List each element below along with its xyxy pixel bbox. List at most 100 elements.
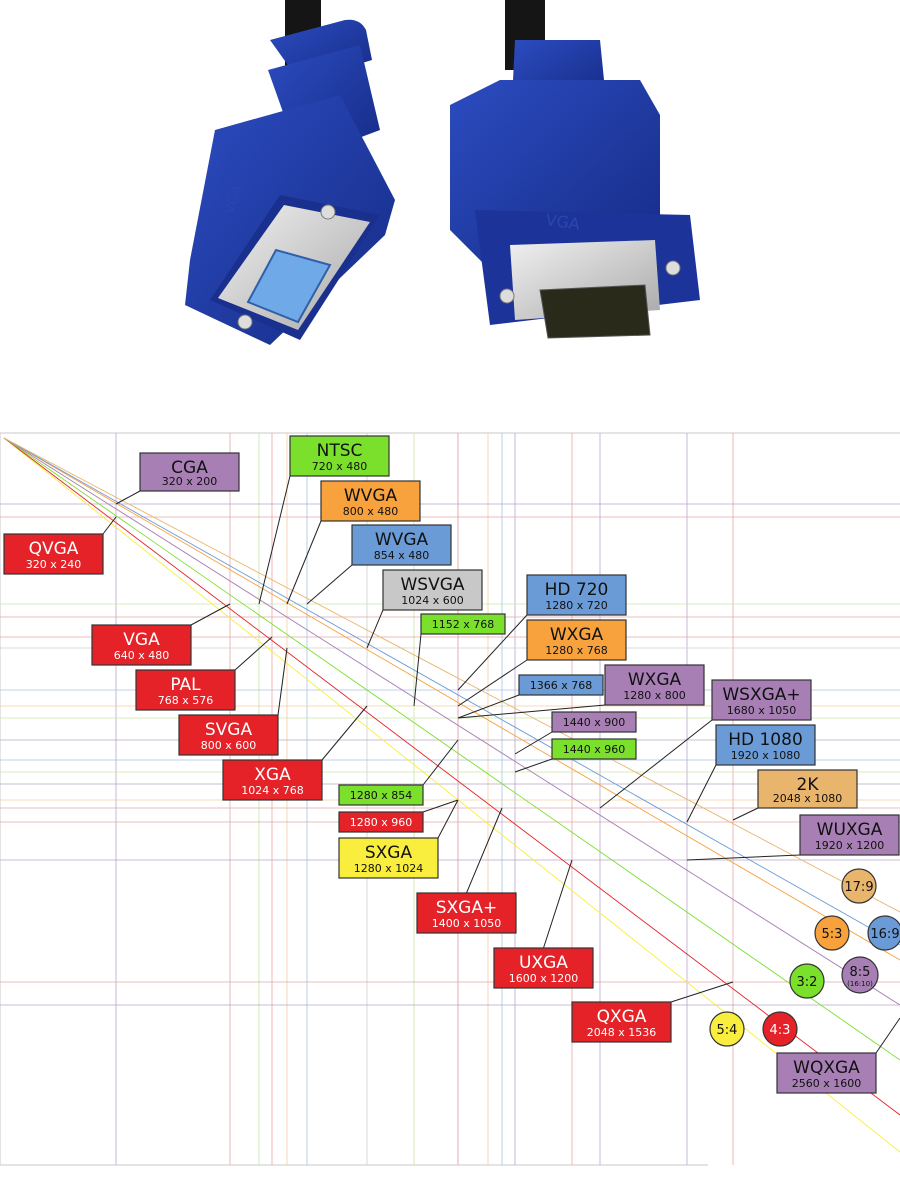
resolution-box-sxga-plus: SXGA+1400 x 1050 xyxy=(416,892,517,934)
resolution-value: 1152 x 768 xyxy=(432,618,495,631)
pointer-r1280x854 xyxy=(422,739,459,786)
aspect-ratio-lines xyxy=(3,437,900,1153)
ratio-sublabel: (16:10) xyxy=(847,980,873,988)
resolution-value: 1280 x 854 xyxy=(350,789,413,802)
resolution-box-r1152x768: 1152 x 768 xyxy=(420,613,506,635)
resolution-value: 720 x 480 xyxy=(312,460,368,473)
ratio-badge-8-5: 8:5(16:10) xyxy=(841,956,879,994)
resolution-box-bg xyxy=(799,814,900,856)
pointer-vga xyxy=(190,603,231,626)
ratio-badge-4-3: 4:3 xyxy=(762,1011,798,1047)
connector-brand-text-right: VGA xyxy=(544,210,581,234)
resolution-box-bg xyxy=(526,619,627,661)
ratio-label: 3:2 xyxy=(797,975,818,990)
resolution-name: HD 720 xyxy=(545,580,609,600)
resolution-name: WXGA xyxy=(628,670,682,690)
resolution-box-bg xyxy=(139,452,240,492)
pointer-cga xyxy=(115,490,141,505)
resolution-box-bg xyxy=(91,624,192,666)
resolution-name: QXGA xyxy=(597,1007,647,1027)
resolution-box-bg xyxy=(382,569,483,611)
resolution-value: 1680 x 1050 xyxy=(727,704,797,717)
pointer-lines xyxy=(102,475,900,1054)
resolution-box-r1280x960: 1280 x 960 xyxy=(338,811,424,833)
ratio-diagonal xyxy=(3,437,900,1153)
resolution-box-bg xyxy=(222,759,323,801)
resolution-value: 1280 x 768 xyxy=(545,644,608,657)
resolution-value: 1920 x 1080 xyxy=(731,749,801,762)
resolution-box-bg xyxy=(3,533,104,575)
resolution-value: 1280 x 960 xyxy=(350,816,413,829)
ratio-badge-5-4: 5:4 xyxy=(709,1011,745,1047)
pointer-qvga xyxy=(102,516,117,535)
resolution-box-r1440x960: 1440 x 960 xyxy=(551,738,637,760)
resolution-box-bg xyxy=(776,1052,877,1094)
resolution-name: CGA xyxy=(171,458,208,478)
ratio-badge-bg xyxy=(841,956,879,994)
pointer-wsvga xyxy=(366,609,384,649)
resolution-box-bg xyxy=(551,711,637,733)
resolution-value: 1440 x 900 xyxy=(563,716,626,729)
resolution-value: 800 x 480 xyxy=(343,505,399,518)
pointer-svga xyxy=(277,647,288,716)
pointer-wxga-768 xyxy=(457,659,528,707)
ratio-diagonal xyxy=(3,437,900,1006)
resolution-name: NTSC xyxy=(317,441,363,461)
resolution-box-bg xyxy=(338,837,439,879)
resolution-box-r1440x900: 1440 x 900 xyxy=(551,711,637,733)
male-vga-connector: VGA xyxy=(450,0,700,339)
resolution-name: WSVGA xyxy=(400,575,464,595)
resolution-box-bg xyxy=(416,892,517,934)
resolution-box-wsxga-plus: WSXGA+1680 x 1050 xyxy=(711,679,812,721)
resolution-name: WVGA xyxy=(375,530,429,550)
resolution-name: XGA xyxy=(254,765,291,785)
pointer-r1440x900 xyxy=(514,731,553,755)
pointer-qxga xyxy=(670,981,734,1003)
resolution-value: 640 x 480 xyxy=(114,649,170,662)
pointer-sxga xyxy=(437,799,459,839)
ratio-badge-17-9: 17:9 xyxy=(841,868,877,904)
pointer-sxga-plus xyxy=(466,807,503,894)
pointer-wvga-854 xyxy=(306,564,353,605)
female-vga-connector: VGA xyxy=(185,0,395,345)
resolution-name: 2K xyxy=(797,775,820,795)
pointer-r1366x768 xyxy=(457,694,520,719)
ratio-diagonal xyxy=(3,437,900,1116)
pointer-wqxga xyxy=(875,1017,900,1054)
pointer-xga xyxy=(321,705,368,761)
ratio-label: 8:5 xyxy=(850,965,871,980)
resolution-box-bg xyxy=(135,669,236,711)
resolution-value: 854 x 480 xyxy=(374,549,430,562)
resolution-value: 1400 x 1050 xyxy=(432,917,502,930)
resolution-value: 1280 x 800 xyxy=(623,689,686,702)
ratio-badge-bg xyxy=(762,1011,798,1047)
resolution-name: VGA xyxy=(123,630,160,650)
resolution-value: 1366 x 768 xyxy=(530,679,593,692)
resolution-box-bg xyxy=(289,435,390,477)
resolution-value: 1280 x 1024 xyxy=(354,862,424,875)
resolution-box-r1366x768: 1366 x 768 xyxy=(518,674,604,696)
ratio-diagonal xyxy=(3,437,900,961)
ratio-label: 5:4 xyxy=(717,1023,738,1038)
resolution-box-bg xyxy=(604,664,705,706)
resolution-name: SXGA xyxy=(365,843,413,863)
resolution-name: WUXGA xyxy=(817,820,883,840)
ratio-badge-5-3: 5:3 xyxy=(814,915,850,951)
ratio-diagonal xyxy=(3,437,900,913)
resolution-name: WVGA xyxy=(344,486,398,506)
resolution-value: 1280 x 720 xyxy=(545,599,608,612)
resolution-name: UXGA xyxy=(519,953,568,973)
pointer-pal xyxy=(234,636,273,671)
resolution-box-bg xyxy=(178,714,279,756)
